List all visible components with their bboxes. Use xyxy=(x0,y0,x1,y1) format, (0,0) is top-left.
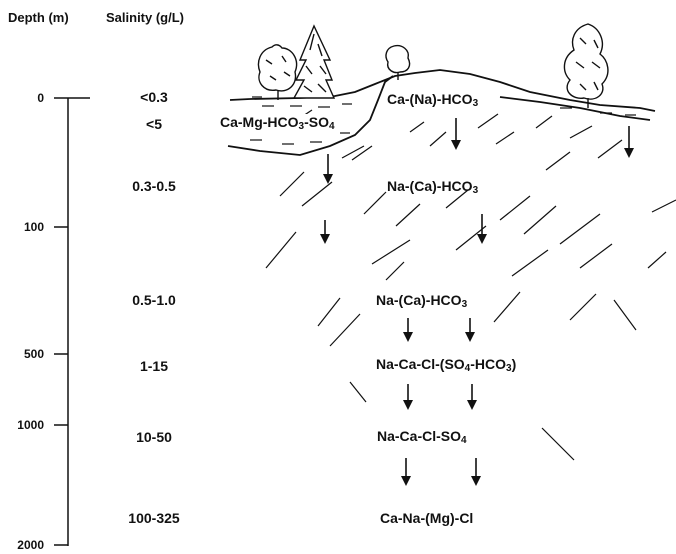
water-type-label: Na-(Ca)-HCO3 xyxy=(387,178,479,196)
tree-icon xyxy=(385,44,411,80)
water-type-label: Na-Ca-Cl-(SO4-HCO3) xyxy=(376,356,517,374)
salinity-label: <0.3 xyxy=(140,89,168,105)
water-type-label: Ca-(Na)-HCO3 xyxy=(387,91,479,109)
depth-tick-100: 100 xyxy=(23,220,44,234)
salinity-label: 0.3-0.5 xyxy=(132,178,176,194)
depth-tick-0: 0 xyxy=(37,91,44,105)
flow-arrows xyxy=(320,118,634,486)
water-type-label: Ca-Na-(Mg)-Cl xyxy=(380,510,474,526)
salinity-header: Salinity (g/L) xyxy=(106,10,184,25)
water-type-label: Na-Ca-Cl-SO4 xyxy=(377,428,467,446)
salinity-label: 10-50 xyxy=(136,429,172,445)
salinity-label: 100-325 xyxy=(128,510,180,526)
salinity-label: 1-15 xyxy=(139,358,169,374)
depth-tick-500: 500 xyxy=(23,347,44,361)
ground-surface xyxy=(227,69,656,156)
tree-icon xyxy=(257,44,298,100)
depth-header: Depth (m) xyxy=(8,10,69,25)
fracture-lines xyxy=(265,109,676,461)
water-type-label: Na-(Ca)-HCO3 xyxy=(376,292,468,310)
water-type-label: Ca-Mg-HCO3-SO4 xyxy=(220,114,335,132)
salinity-label: 0.5-1.0 xyxy=(132,292,176,308)
pine-tree-icon xyxy=(292,24,336,99)
depth-tick-2000: 2000 xyxy=(17,538,44,552)
lake-water xyxy=(250,96,636,145)
depth-tick-1000: 1000 xyxy=(17,418,44,432)
tree-icon xyxy=(563,23,609,108)
salinity-label: <5 xyxy=(146,116,162,132)
